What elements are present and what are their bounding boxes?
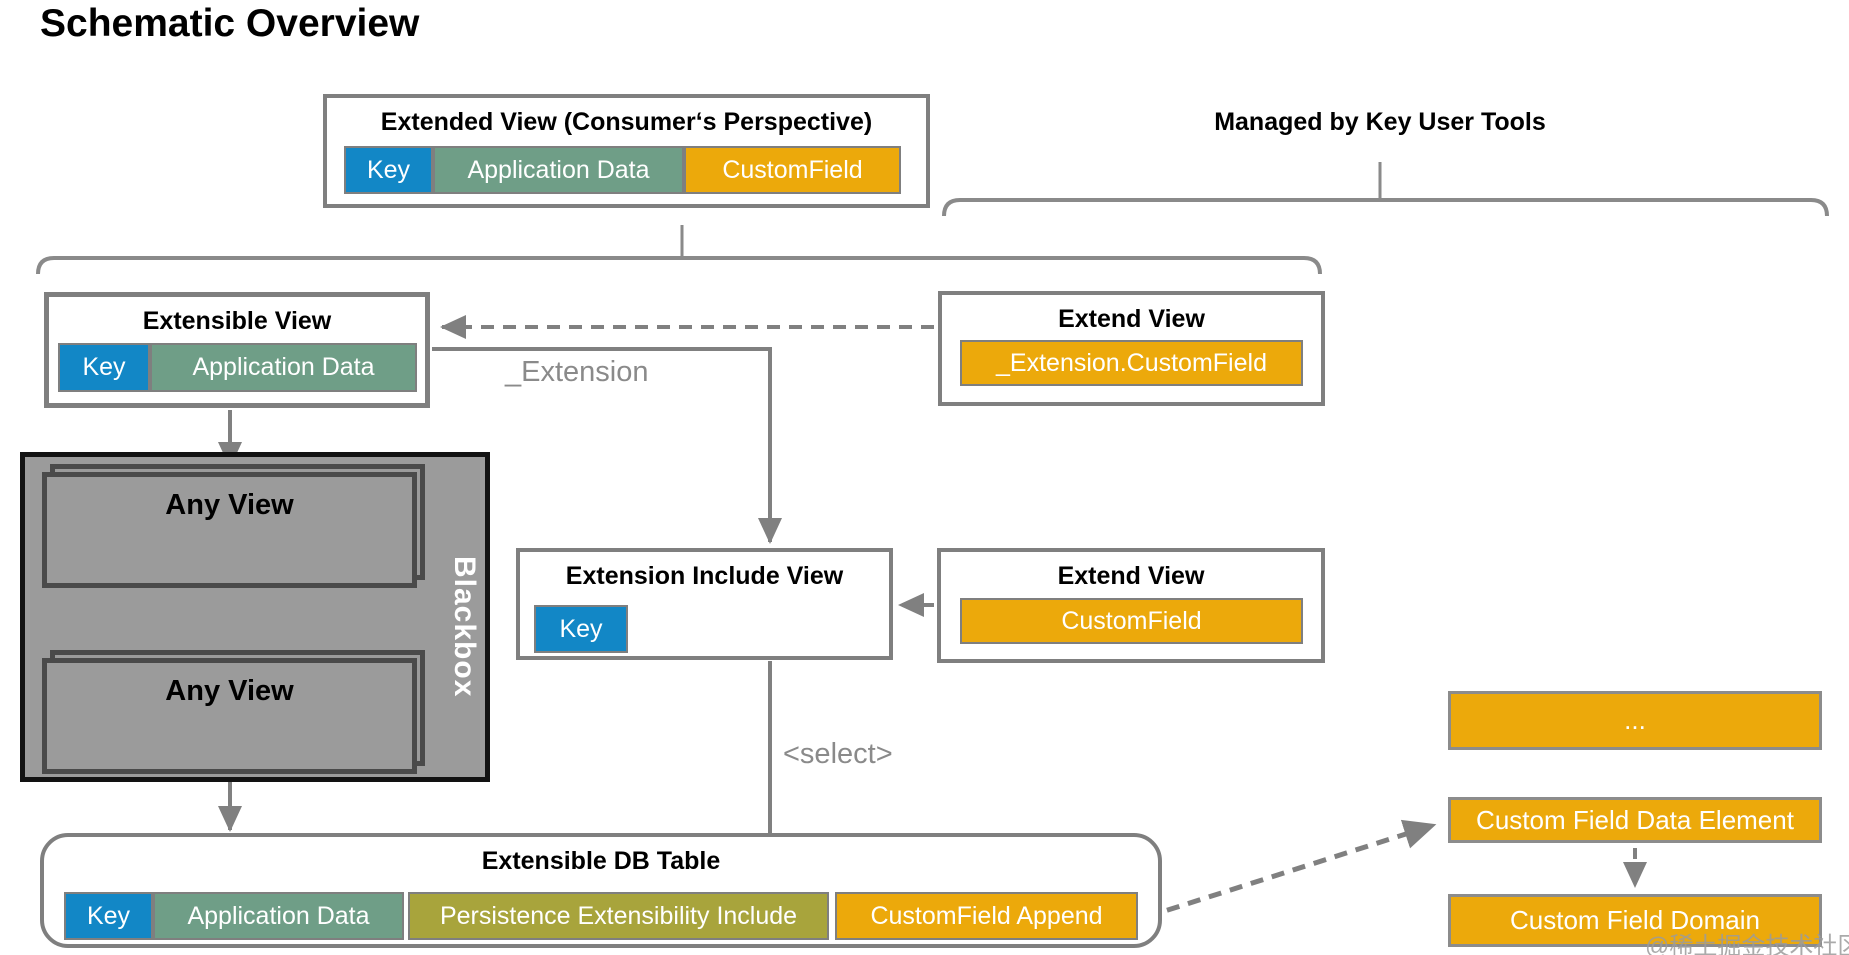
any-view-1-label: Any View <box>165 489 294 521</box>
extension-include-view-panel: Extension Include View Key <box>516 548 893 660</box>
extend-view-top-title: Extend View <box>1058 305 1205 333</box>
extended-view-cell-customfield: CustomField <box>684 146 901 194</box>
bracket-right <box>942 198 1829 217</box>
bracket-left <box>36 256 1322 275</box>
extension-include-view-cell-key: Key <box>534 605 628 653</box>
custom-field-data-element-box: Custom Field Data Element <box>1448 797 1822 843</box>
select-label: <select> <box>783 738 893 770</box>
extensible-db-table-panel: Extensible DB Table Key Application Data… <box>40 833 1162 948</box>
page-title: Schematic Overview <box>40 2 420 45</box>
db-cell-customfield-append: CustomField Append <box>835 892 1138 940</box>
extended-view-cell-key: Key <box>344 146 433 194</box>
any-view-2-label: Any View <box>165 675 294 707</box>
custom-field-domain-box: Custom Field Domain <box>1448 894 1822 947</box>
extended-view-cell-application-data: Application Data <box>433 146 684 194</box>
any-view-2-box: Any View <box>42 658 417 774</box>
blackbox-panel: Any View Any View Blackbox <box>20 452 490 782</box>
extension-include-view-title: Extension Include View <box>565 562 844 590</box>
db-cell-key: Key <box>64 892 153 940</box>
customfield-bar: CustomField <box>960 598 1303 644</box>
extension-customfield-bar: _Extension.CustomField <box>960 340 1303 386</box>
db-cell-application-data: Application Data <box>153 892 404 940</box>
any-view-1-box: Any View <box>42 472 417 588</box>
extended-view-panel: Extended View (Consumer‘s Perspective) K… <box>323 94 930 208</box>
blackbox-label: Blackbox <box>448 556 481 698</box>
extension-association-label: _Extension <box>505 356 649 388</box>
extend-view-bottom-title: Extend View <box>1057 562 1205 590</box>
extend-view-top-panel: Extend View _Extension.CustomField <box>938 291 1325 406</box>
extensible-view-cell-key: Key <box>58 343 150 392</box>
extensible-view-cell-application-data: Application Data <box>150 343 417 392</box>
managed-by-key-user-tools-label: Managed by Key User Tools <box>1214 108 1546 136</box>
extensible-view-title: Extensible View <box>142 307 332 335</box>
extended-view-title: Extended View (Consumer‘s Perspective) <box>380 108 873 136</box>
extensible-view-panel: Extensible View Key Application Data <box>44 292 430 408</box>
extend-view-bottom-panel: Extend View CustomField <box>937 548 1325 663</box>
dashed-arrow-append-to-dataelement <box>1145 819 1437 920</box>
watermark: @稀土掘金技术社区 <box>1645 933 1849 955</box>
custom-field-more-box: ... <box>1448 691 1822 750</box>
extensible-db-table-title: Extensible DB Table <box>481 847 721 875</box>
db-cell-persistence-extensibility-include: Persistence Extensibility Include <box>408 892 829 940</box>
